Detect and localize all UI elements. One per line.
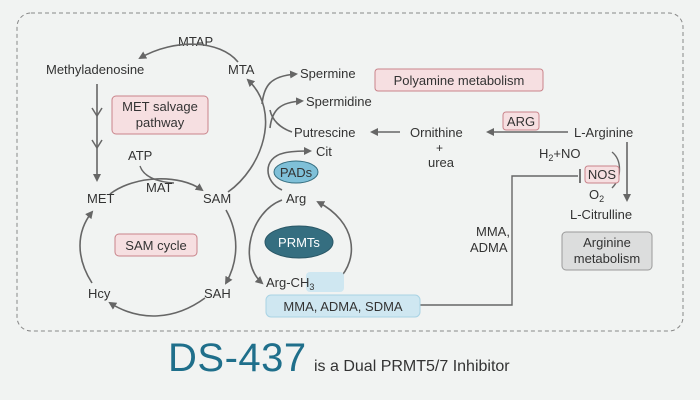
drug-title: DS-437 bbox=[168, 336, 307, 380]
argch3-to-arg-arrow bbox=[316, 201, 353, 281]
sah-to-hcy-arrow bbox=[108, 297, 206, 317]
polyamine-metabolism-box: Polyamine metabolism bbox=[374, 68, 544, 92]
mtap-label: MTAP bbox=[178, 34, 213, 49]
met-to-sam-arrow bbox=[109, 178, 204, 195]
sam-to-sah-arrow bbox=[225, 209, 237, 285]
sah-label: SAH bbox=[204, 286, 231, 301]
plus-label: + bbox=[436, 141, 443, 155]
sam-cycle-label: SAM cycle bbox=[125, 238, 186, 253]
pads-ellipse: PADs bbox=[273, 160, 319, 184]
atp-label: ATP bbox=[128, 148, 152, 163]
arg-enzyme-label: ARG bbox=[507, 114, 535, 129]
prmts-label: PRMTs bbox=[278, 235, 320, 250]
hcy-to-met-arrow bbox=[79, 210, 94, 284]
arginine-metabolism-line1: Arginine bbox=[583, 235, 631, 250]
arg-label: Arg bbox=[286, 191, 306, 206]
methyladenosine-label: Methyladenosine bbox=[46, 62, 144, 77]
prmts-ellipse: PRMTs bbox=[264, 225, 334, 259]
outer-frame bbox=[16, 12, 684, 332]
mat-label: MAT bbox=[146, 180, 173, 195]
ornithine-label: Ornithine bbox=[410, 125, 463, 140]
l-citrulline-label: L-Citrulline bbox=[570, 207, 632, 222]
arg-to-cit-curve bbox=[267, 147, 312, 191]
argch3-highlight bbox=[306, 272, 344, 292]
drug-subtitle: is a Dual PRMT5/7 Inhibitor bbox=[314, 358, 510, 375]
mta-label: MTA bbox=[228, 62, 255, 77]
met-salvage-line1: MET salvage bbox=[122, 99, 198, 114]
mma-adma-sdma-box: MMA, ADMA, SDMA bbox=[265, 294, 421, 318]
arginine-metabolism-box: Arginine metabolism bbox=[561, 231, 653, 271]
arg-ch3-label: Arg-CH3 bbox=[266, 275, 314, 292]
arg-enzyme-box: ARG bbox=[502, 111, 540, 131]
arginine-metabolism-line2: metabolism bbox=[574, 251, 640, 266]
putrescine-label: Putrescine bbox=[294, 125, 355, 140]
polyamine-metabolism-label: Polyamine metabolism bbox=[394, 73, 525, 88]
salvage-chevron-2 bbox=[91, 139, 103, 150]
met-label: MET bbox=[87, 191, 115, 206]
cit-label: Cit bbox=[316, 144, 332, 159]
pads-label: PADs bbox=[280, 165, 313, 180]
to-spermine-arrow bbox=[261, 70, 298, 105]
sam-cycle-box: SAM cycle bbox=[114, 233, 198, 257]
putrescine-feed bbox=[269, 109, 293, 133]
mta-to-methyladenosine-arrow bbox=[138, 43, 239, 63]
arg-to-argch3-arrow bbox=[248, 199, 283, 285]
h2-no-label: H2+NO bbox=[539, 146, 581, 163]
sam-to-mta-curve bbox=[227, 78, 267, 193]
mma-adma-sdma-label: MMA, ADMA, SDMA bbox=[283, 299, 403, 314]
met-salvage-box: MET salvage pathway bbox=[111, 95, 209, 135]
to-spermidine-arrow bbox=[269, 97, 304, 129]
salvage-chevron-1 bbox=[91, 107, 103, 118]
nos-box: NOS bbox=[584, 165, 620, 184]
met-salvage-line2: pathway bbox=[136, 115, 185, 130]
o2-label: O2 bbox=[589, 187, 604, 204]
nos-label: NOS bbox=[588, 167, 617, 182]
spermidine-label: Spermidine bbox=[306, 94, 372, 109]
spermine-label: Spermine bbox=[300, 66, 356, 81]
inhibition-line bbox=[420, 175, 578, 306]
mma-adma-line2: ADMA bbox=[470, 240, 508, 255]
urea-label: urea bbox=[428, 155, 455, 170]
hcy-label: Hcy bbox=[88, 286, 111, 301]
sam-label: SAM bbox=[203, 191, 231, 206]
mma-adma-line1: MMA, bbox=[476, 224, 510, 239]
l-arginine-label: L-Arginine bbox=[574, 125, 633, 140]
